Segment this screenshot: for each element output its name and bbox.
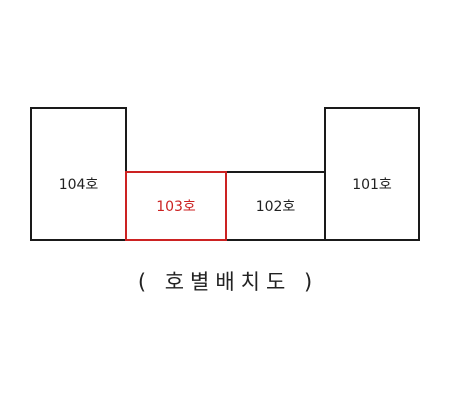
room-103-highlighted: 103호 — [125, 171, 227, 241]
room-101-label: 101호 — [352, 177, 392, 193]
room-104-label: 104호 — [58, 177, 99, 193]
room-102-label: 102호 — [255, 199, 296, 215]
diagram-caption: ( 호별배치도 ) — [137, 270, 319, 294]
room-104: 104호 — [30, 107, 127, 241]
room-101: 101호 — [324, 107, 420, 241]
room-103-label: 103호 — [156, 199, 196, 215]
room-102: 102호 — [225, 171, 326, 241]
